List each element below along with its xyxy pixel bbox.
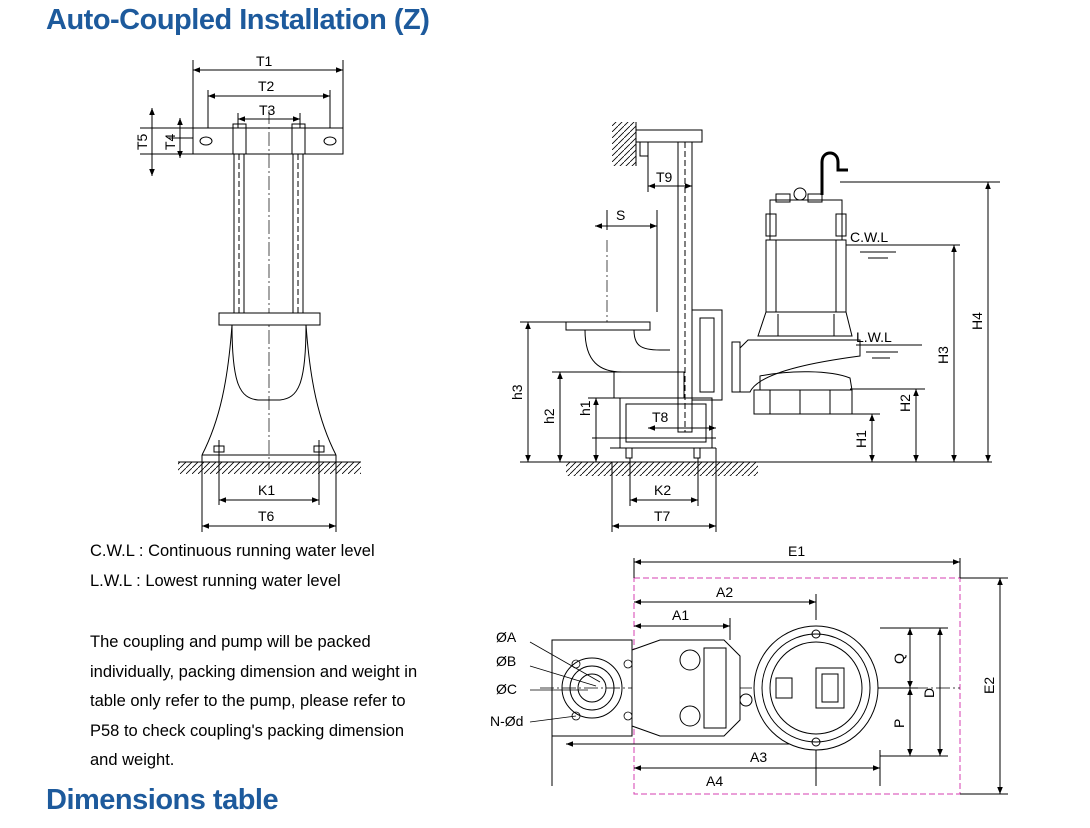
dim-t2: T2 — [258, 78, 275, 94]
dim-t4: T4 — [162, 133, 178, 150]
dim-q: Q — [891, 653, 907, 664]
dim-diameter-b: ØB — [496, 653, 516, 669]
dim-k2: K2 — [654, 482, 671, 498]
dim-t1: T1 — [256, 53, 273, 69]
dim-h1: H1 — [853, 430, 869, 448]
section-title: Dimensions table — [46, 784, 279, 816]
dim-d: D — [921, 688, 937, 698]
dim-t5: T5 — [134, 133, 150, 150]
dim-e2: E2 — [981, 677, 997, 694]
pump-side — [731, 151, 861, 415]
dim-diameter-c: ØC — [496, 681, 517, 697]
lwl-definition: L.W.L : Lowest running water level — [90, 572, 341, 590]
dim-a2: A2 — [716, 584, 733, 600]
dim-t9: T9 — [656, 169, 673, 185]
side-view-labels: T9 S C.W.L L.W.L T8 K2 T7 h3 h2 h1 H1 H2… — [509, 169, 985, 524]
dim-a1: A1 — [672, 607, 689, 623]
plan-view — [540, 558, 1008, 795]
side-view — [520, 122, 1000, 532]
dim-t6: T6 — [258, 508, 275, 524]
dim-h4: H4 — [969, 312, 985, 330]
dim-e1: E1 — [788, 543, 805, 559]
cwl-definition: C.W.L : Continuous running water level — [90, 542, 375, 560]
packing-note: The coupling and pump will be packed ind… — [90, 633, 418, 769]
dim-s: S — [616, 207, 625, 223]
dim-diameter-a: ØA — [496, 629, 517, 645]
front-view-labels: T1 T2 T3 T5 T4 K1 T6 — [134, 53, 276, 524]
cwl-label: C.W.L — [850, 229, 888, 245]
dim-h2: H2 — [897, 394, 913, 412]
dim-h2-lower: h2 — [541, 408, 557, 424]
lwl-label: L.W.L — [856, 329, 892, 345]
dim-h3: H3 — [935, 346, 951, 364]
dim-bolt-holes: N-Ød — [490, 713, 523, 729]
dim-a3: A3 — [750, 749, 767, 765]
dim-t8: T8 — [652, 409, 669, 425]
dim-h1-lower: h1 — [577, 400, 593, 416]
dim-t3: T3 — [259, 102, 276, 118]
dim-p: P — [891, 719, 907, 728]
plan-view-callouts — [529, 641, 601, 723]
dim-k1: K1 — [258, 482, 275, 498]
dim-a4: A4 — [706, 773, 723, 789]
plan-view-labels: E1 A2 A1 A3 A4 Q P D E2 ØA ØB ØC N-Ød — [490, 543, 997, 789]
dim-t7: T7 — [654, 508, 671, 524]
page-title: Auto-Coupled Installation (Z) — [46, 4, 430, 36]
front-view — [140, 60, 361, 532]
dim-h3-lower: h3 — [509, 384, 525, 400]
